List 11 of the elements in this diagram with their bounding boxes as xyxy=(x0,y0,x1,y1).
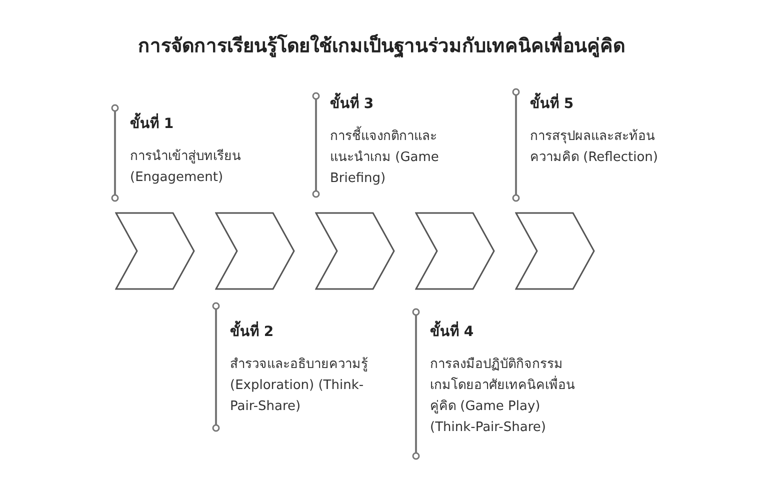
step-heading: ขั้นที่ 2 xyxy=(230,320,274,342)
step-description: การสรุปผลและสะท้อนความคิด (Reflection) xyxy=(530,128,659,167)
step-heading: ขั้นที่ 1 xyxy=(130,112,174,134)
step-description: การนำเข้าสู่บทเรียน (Engagement) xyxy=(130,148,242,187)
diagram-title: การจัดการเรียนรู้โดยใช้เกมเป็นฐานร่วมกับเทคนิคเพื่อนคู่คิด xyxy=(0,30,763,60)
step-heading: ขั้นที่ 3 xyxy=(330,92,374,114)
step-heading: ขั้นที่ 4 xyxy=(430,320,474,342)
step-description: สำรวจและอธิบายความรู้ (Exploration) (Think-Pair-Share) xyxy=(230,356,369,416)
step-description: การลงมือปฏิบัติกิจกรรมเกมโดยอาศัยเทคนิคเพื่อนคู่คิด (Game Play) (Think-Pair-Share) xyxy=(430,356,576,437)
step-heading: ขั้นที่ 5 xyxy=(530,92,574,114)
step-description: การชี้แจงกติกาและแนะนำเกม (Game Briefing) xyxy=(330,126,470,189)
